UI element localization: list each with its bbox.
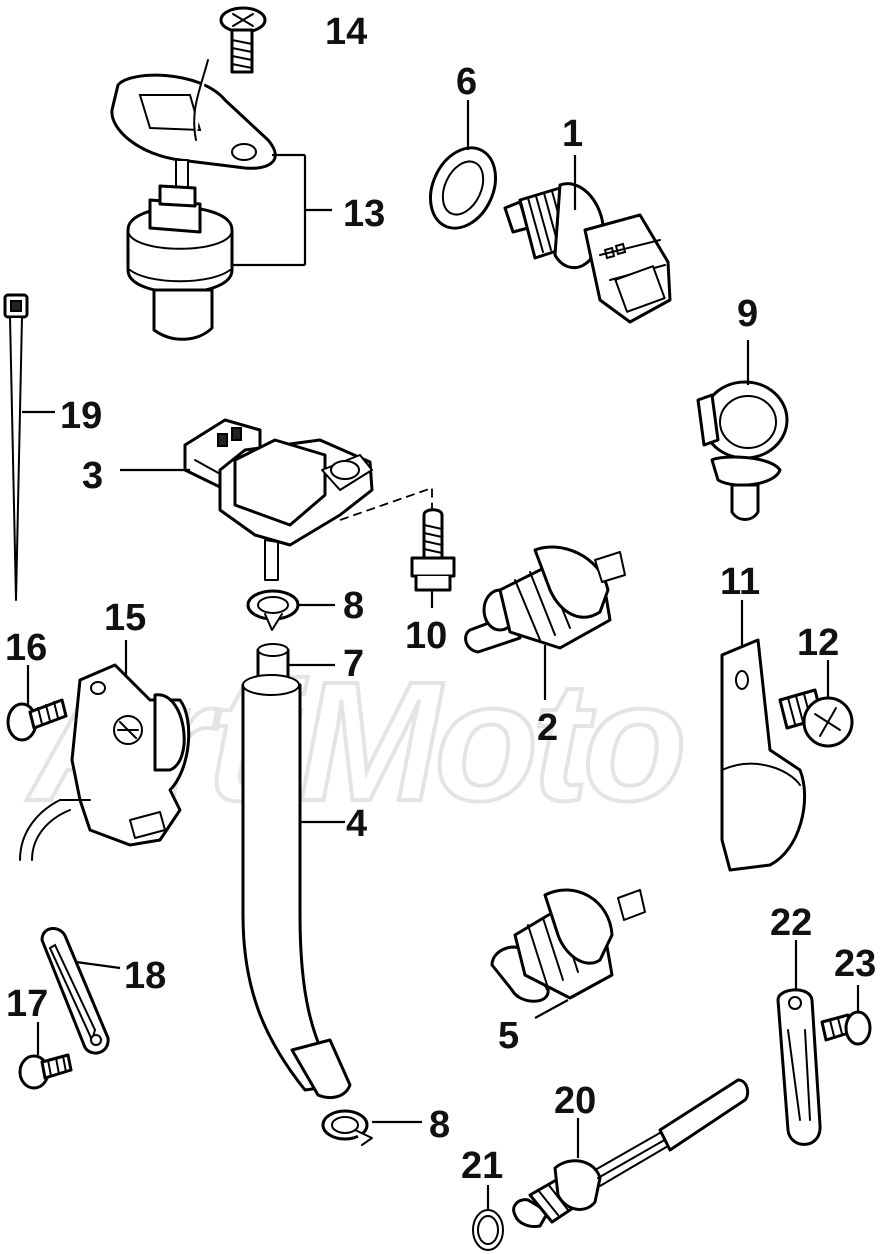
- part-4-hose[interactable]: [241, 674, 352, 1099]
- part-13-speed-sensor[interactable]: [110, 59, 332, 341]
- callout-4: 4: [346, 803, 367, 845]
- callout-8-lower: 8: [429, 1104, 450, 1146]
- part-1-temp-sensor[interactable]: [503, 155, 672, 324]
- callout-12: 12: [797, 622, 839, 664]
- part-15-throttle-sensor[interactable]: [19, 640, 191, 861]
- part-19-cable-tie[interactable]: [3, 293, 55, 601]
- part-11-bracket[interactable]: [720, 600, 807, 872]
- part-12-bolt[interactable]: [778, 660, 854, 748]
- callout-16: 16: [5, 627, 47, 669]
- part-10-bolt[interactable]: [410, 508, 456, 608]
- callout-17: 17: [6, 983, 48, 1025]
- callout-2: 2: [537, 707, 558, 749]
- part-23-bolt[interactable]: [820, 985, 872, 1046]
- part-6-washer[interactable]: [418, 100, 508, 239]
- callout-10: 10: [405, 615, 447, 657]
- callout-3: 3: [82, 455, 103, 497]
- part-17-bolt[interactable]: [18, 1022, 73, 1090]
- callout-14: 14: [325, 11, 367, 53]
- callout-18: 18: [124, 955, 166, 997]
- callout-21: 21: [461, 1145, 503, 1187]
- callout-5: 5: [498, 1015, 519, 1057]
- callout-22: 22: [770, 902, 812, 944]
- part-8-clamp-upper[interactable]: [246, 589, 335, 631]
- part-2-pressure-sensor[interactable]: [464, 545, 626, 700]
- callout-20: 20: [554, 1080, 596, 1122]
- part-21-oring[interactable]: [472, 1185, 504, 1251]
- callout-15: 15: [104, 597, 146, 639]
- part-9-clamp[interactable]: [696, 340, 789, 521]
- callout-9: 9: [737, 293, 758, 335]
- part-18-strap[interactable]: [40, 927, 121, 1055]
- callout-19: 19: [60, 395, 102, 437]
- part-14-screw[interactable]: [219, 6, 267, 74]
- callout-7: 7: [343, 643, 364, 685]
- callout-11: 11: [720, 561, 760, 603]
- callout-8-upper: 8: [343, 585, 364, 627]
- callout-23: 23: [834, 943, 876, 985]
- callout-6: 6: [456, 61, 477, 103]
- callout-13: 13: [343, 193, 385, 235]
- part-22-strap[interactable]: [776, 940, 822, 1146]
- part-16-bolt[interactable]: [6, 665, 68, 742]
- part-20-sensor[interactable]: [512, 1078, 750, 1228]
- part-8-clamp-lower[interactable]: [321, 1109, 422, 1146]
- part-5-switch[interactable]: [490, 888, 646, 1019]
- part-3-map-sensor[interactable]: [120, 418, 374, 581]
- callout-1: 1: [562, 113, 583, 155]
